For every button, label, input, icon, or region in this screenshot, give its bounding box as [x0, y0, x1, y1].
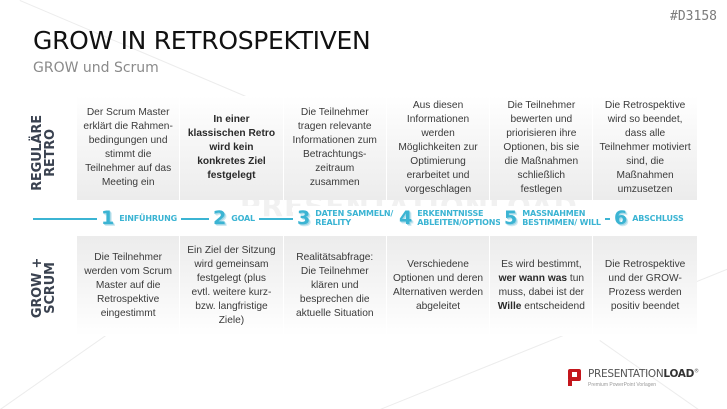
presentationload-logo: PRESENTATIONLOAD® Premium PowerPoint Vor… — [568, 366, 699, 390]
step-3: 3 DATEN SAMMELN/ REALITY — [293, 206, 398, 230]
step-4: 4 ERKENNTNISSE ABLEITEN/OPTIONS — [395, 206, 505, 230]
step-label: MASSNAHMEN — [522, 209, 586, 218]
grow-cell-will: Es wird bestimmt, wer wann was tun muss,… — [490, 236, 594, 336]
text-run: tun muss, dabei ist der — [498, 273, 585, 298]
row-label-line: GROW + — [30, 257, 46, 319]
grow-cell-options: Verschiedene Optionen und deren Alternat… — [386, 236, 491, 336]
grow-cell-reality: Realitätsabfrage: Die Teilnehmer klären … — [283, 236, 387, 336]
retro-cell-insights: Aus diesen Informationen werden Möglichk… — [386, 96, 491, 200]
retro-cell-closing: Die Retrospektive wird so beendet, dass … — [593, 96, 697, 200]
step-number: 5 — [504, 207, 518, 229]
retro-cell-intro: Der Scrum Master erklärt die Rahmen-bedi… — [77, 96, 181, 200]
step-label: ABSCHLUSS — [632, 213, 684, 223]
text-run-bold: Wille — [497, 301, 522, 312]
page-subtitle: GROW und Scrum — [33, 60, 159, 76]
retro-cell-goal: In einer klassischen Retro wird kein kon… — [180, 96, 284, 200]
retro-cell-data: Die Teilnehmer tragen relevante Informat… — [283, 96, 387, 200]
logo-tagline: Premium PowerPoint Vorlagen — [588, 381, 657, 388]
logo-brand-bold: LOAD — [663, 367, 695, 380]
step-number: 4 — [399, 207, 413, 229]
step-label: BESTIMMEN/ WILL — [522, 218, 601, 227]
step-label: GOAL — [231, 213, 255, 223]
step-1: 1 EINFÜHRUNG — [97, 206, 181, 230]
text-run-bold: wer wann was — [498, 273, 568, 284]
step-number: 6 — [614, 207, 628, 229]
logo-brand: PRESENTATIONLOAD® — [588, 368, 699, 380]
step-label: REALITY — [315, 218, 351, 227]
step-number: 1 — [101, 207, 115, 229]
step-label: DATEN SAMMELN/ — [315, 209, 394, 218]
step-label: ERKENNTNISSE — [417, 209, 484, 218]
grow-cell-goal: Ein Ziel der Sitzung wird gemeinsam fest… — [180, 236, 284, 336]
logo-brand-light: PRESENTATION — [588, 367, 664, 380]
grow-cell-closing: Die Retrospektive und der GROW-Prozess w… — [593, 236, 697, 336]
logo-registered: ® — [694, 368, 699, 374]
step-label: EINFÜHRUNG — [119, 213, 177, 223]
retro-cell-actions: Die Teilnehmer bewerten und priorisieren… — [490, 96, 594, 200]
grow-scrum-row: Die Teilnehmer werden vom Scrum Master a… — [77, 236, 697, 336]
retro-cell-goal-text: In einer klassischen Retro wird kein kon… — [187, 114, 276, 181]
step-6: 6 ABSCHLUSS — [610, 206, 688, 230]
step-number: 2 — [213, 207, 227, 229]
text-run: entscheidend — [521, 301, 585, 312]
regular-retro-row: Der Scrum Master erklärt die Rahmen-bedi… — [77, 96, 697, 200]
row-label-line: RETRO — [43, 129, 59, 177]
page-title: GROW IN RETROSPEKTIVEN — [33, 26, 371, 55]
step-5: 5 MASSNAHMEN BESTIMMEN/ WILL — [500, 206, 605, 230]
step-2: 2 GOAL — [209, 206, 259, 230]
logo-p-icon — [568, 369, 581, 387]
row-label-regular-retro: REGULÄRE RETRO — [22, 108, 66, 198]
text-run: Es wird bestimmt, — [501, 259, 582, 270]
grow-cell-will-text: Es wird bestimmt, wer wann was tun muss,… — [496, 258, 586, 314]
grow-cell-intro: Die Teilnehmer werden vom Scrum Master a… — [77, 236, 181, 336]
process-timeline: 1 EINFÜHRUNG 2 GOAL 3 DATEN SAMMELN/ REA… — [33, 206, 688, 230]
row-label-line: SCRUM — [43, 262, 59, 314]
slide-id: #D3158 — [670, 9, 717, 24]
step-label: ABLEITEN/OPTIONS — [417, 218, 501, 227]
step-number: 3 — [297, 207, 311, 229]
row-label-grow-scrum: GROW + SCRUM — [22, 238, 66, 338]
